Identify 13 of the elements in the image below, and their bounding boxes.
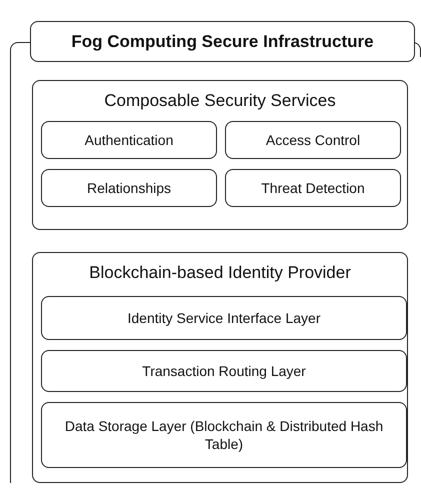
- group-title: Blockchain-based Identity Provider: [88, 263, 352, 283]
- group-title: Composable Security Services: [103, 91, 337, 111]
- frame: [10, 21, 421, 483]
- component-box: Access Control: [225, 121, 401, 159]
- component-box: Identity Service Interface Layer: [41, 296, 407, 340]
- group-box: [32, 80, 408, 230]
- title-box: Fog Computing Secure Infrastructure: [30, 21, 415, 62]
- component-box: Threat Detection: [225, 169, 401, 207]
- group-box: [32, 252, 408, 483]
- component-box: Transaction Routing Layer: [41, 350, 407, 392]
- component-box: Relationships: [41, 169, 217, 207]
- component-box: Data Storage Layer (Blockchain & Distributed Hash Table): [41, 402, 407, 468]
- component-box: Authentication: [41, 121, 217, 159]
